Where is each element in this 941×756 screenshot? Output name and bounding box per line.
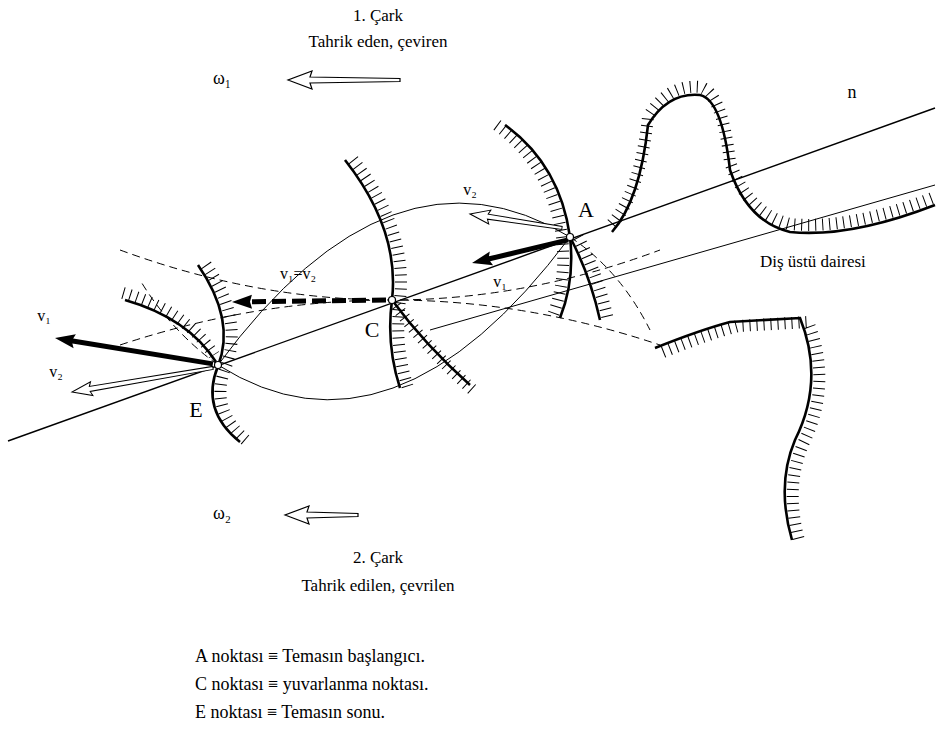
point-label: C xyxy=(365,317,380,342)
point-label: E xyxy=(189,397,202,422)
gear-title: 1. Çark xyxy=(353,6,403,26)
tooth-hatching xyxy=(353,160,408,388)
velocity-label: v₁ xyxy=(493,273,507,291)
tooth-profile xyxy=(392,300,470,385)
note-line: A noktası ≡ Temasın başlangıcı. xyxy=(195,646,425,667)
tangent-line xyxy=(430,185,935,330)
velocity-label: v₂ xyxy=(463,181,477,199)
angular-velocity: ω₁ xyxy=(213,68,231,89)
gear-tooth xyxy=(655,318,811,540)
velocity-arrow xyxy=(470,233,570,270)
velocity-label: v₁ xyxy=(37,307,51,325)
point-label: A xyxy=(578,197,594,222)
velocity-arrow xyxy=(252,300,386,302)
tooth-hatching xyxy=(663,322,819,544)
contact-point xyxy=(215,362,222,369)
rotation-arrow xyxy=(285,506,358,524)
tooth-hatching xyxy=(578,237,608,320)
tooth-profile xyxy=(198,265,240,442)
angular-velocity: ω₂ xyxy=(213,503,231,524)
rotation-arrow xyxy=(288,71,400,89)
gear-role: Tahrik eden, çeviren xyxy=(309,32,448,52)
gear-tooth xyxy=(612,95,935,233)
velocity-arrow xyxy=(469,207,563,235)
note-line: E noktası ≡ Temasın sonu. xyxy=(195,702,385,723)
note-line: C noktası ≡ yuvarlanma noktası. xyxy=(195,674,429,695)
tooth-profile xyxy=(570,237,600,320)
addendum-circle xyxy=(570,237,650,330)
gear-title: 2. Çark xyxy=(353,548,403,568)
arrow-head xyxy=(232,295,252,309)
line-of-action xyxy=(8,108,935,441)
gear-role: Tahrik edilen, çevrilen xyxy=(301,576,454,596)
velocity-label: v₂ xyxy=(49,363,63,381)
contact-point xyxy=(567,234,574,241)
tooth-profile xyxy=(345,160,400,388)
velocity-arrow xyxy=(71,361,214,399)
velocity-arrow xyxy=(54,331,214,371)
contact-point xyxy=(389,297,396,304)
velocity-label: v₁=v₂ xyxy=(280,265,316,283)
normal-line-label: n xyxy=(848,82,857,103)
circle-label: Diş üstü dairesi xyxy=(760,252,866,272)
